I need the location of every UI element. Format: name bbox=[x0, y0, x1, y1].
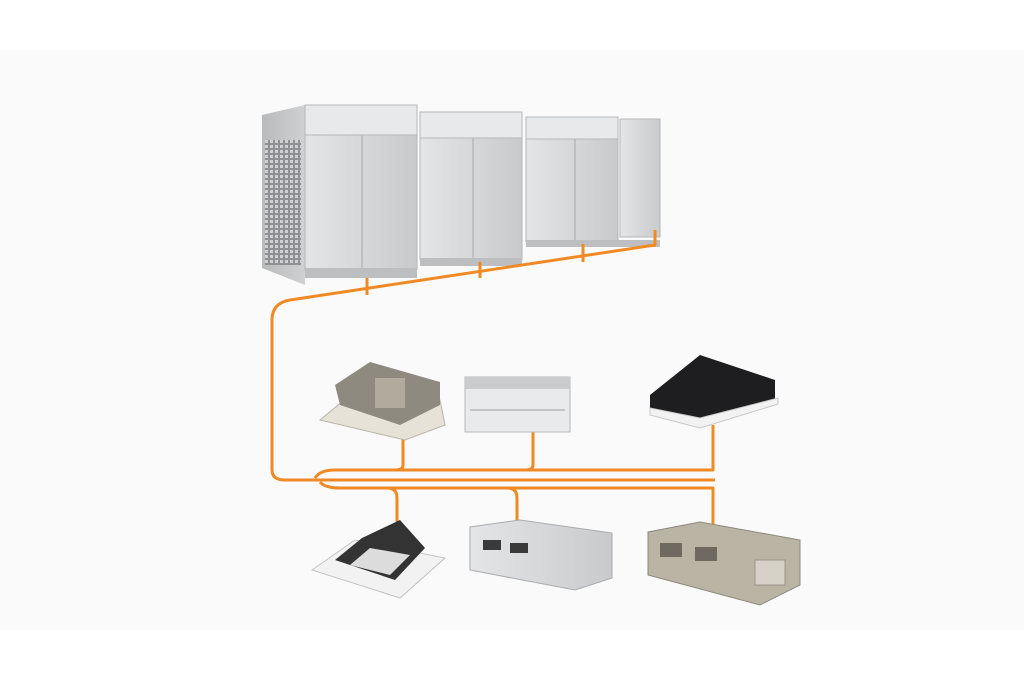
branch-indoor-2 bbox=[524, 432, 535, 472]
one-way-cassette-unit bbox=[649, 355, 779, 429]
four-way-cassette-unit bbox=[310, 520, 447, 599]
upper-header bbox=[313, 425, 715, 479]
branch-indoor-5 bbox=[506, 486, 519, 522]
outdoor-unit-2 bbox=[419, 111, 523, 266]
ceiling-cassette-unit-open bbox=[318, 362, 446, 441]
outdoor-unit-group bbox=[262, 104, 661, 285]
ceiling-floor-console-unit bbox=[464, 376, 571, 433]
outdoor-unit-1 bbox=[262, 104, 418, 285]
outdoor-unit-3 bbox=[525, 116, 661, 247]
branch-indoor-1 bbox=[394, 425, 405, 472]
ducted-unit-high-static bbox=[647, 521, 801, 606]
refrigerant-pipes bbox=[270, 230, 715, 525]
branch-indoor-4 bbox=[386, 486, 399, 522]
main-pipe bbox=[270, 230, 715, 482]
ducted-unit-slim bbox=[469, 519, 613, 591]
lower-header bbox=[318, 480, 715, 525]
